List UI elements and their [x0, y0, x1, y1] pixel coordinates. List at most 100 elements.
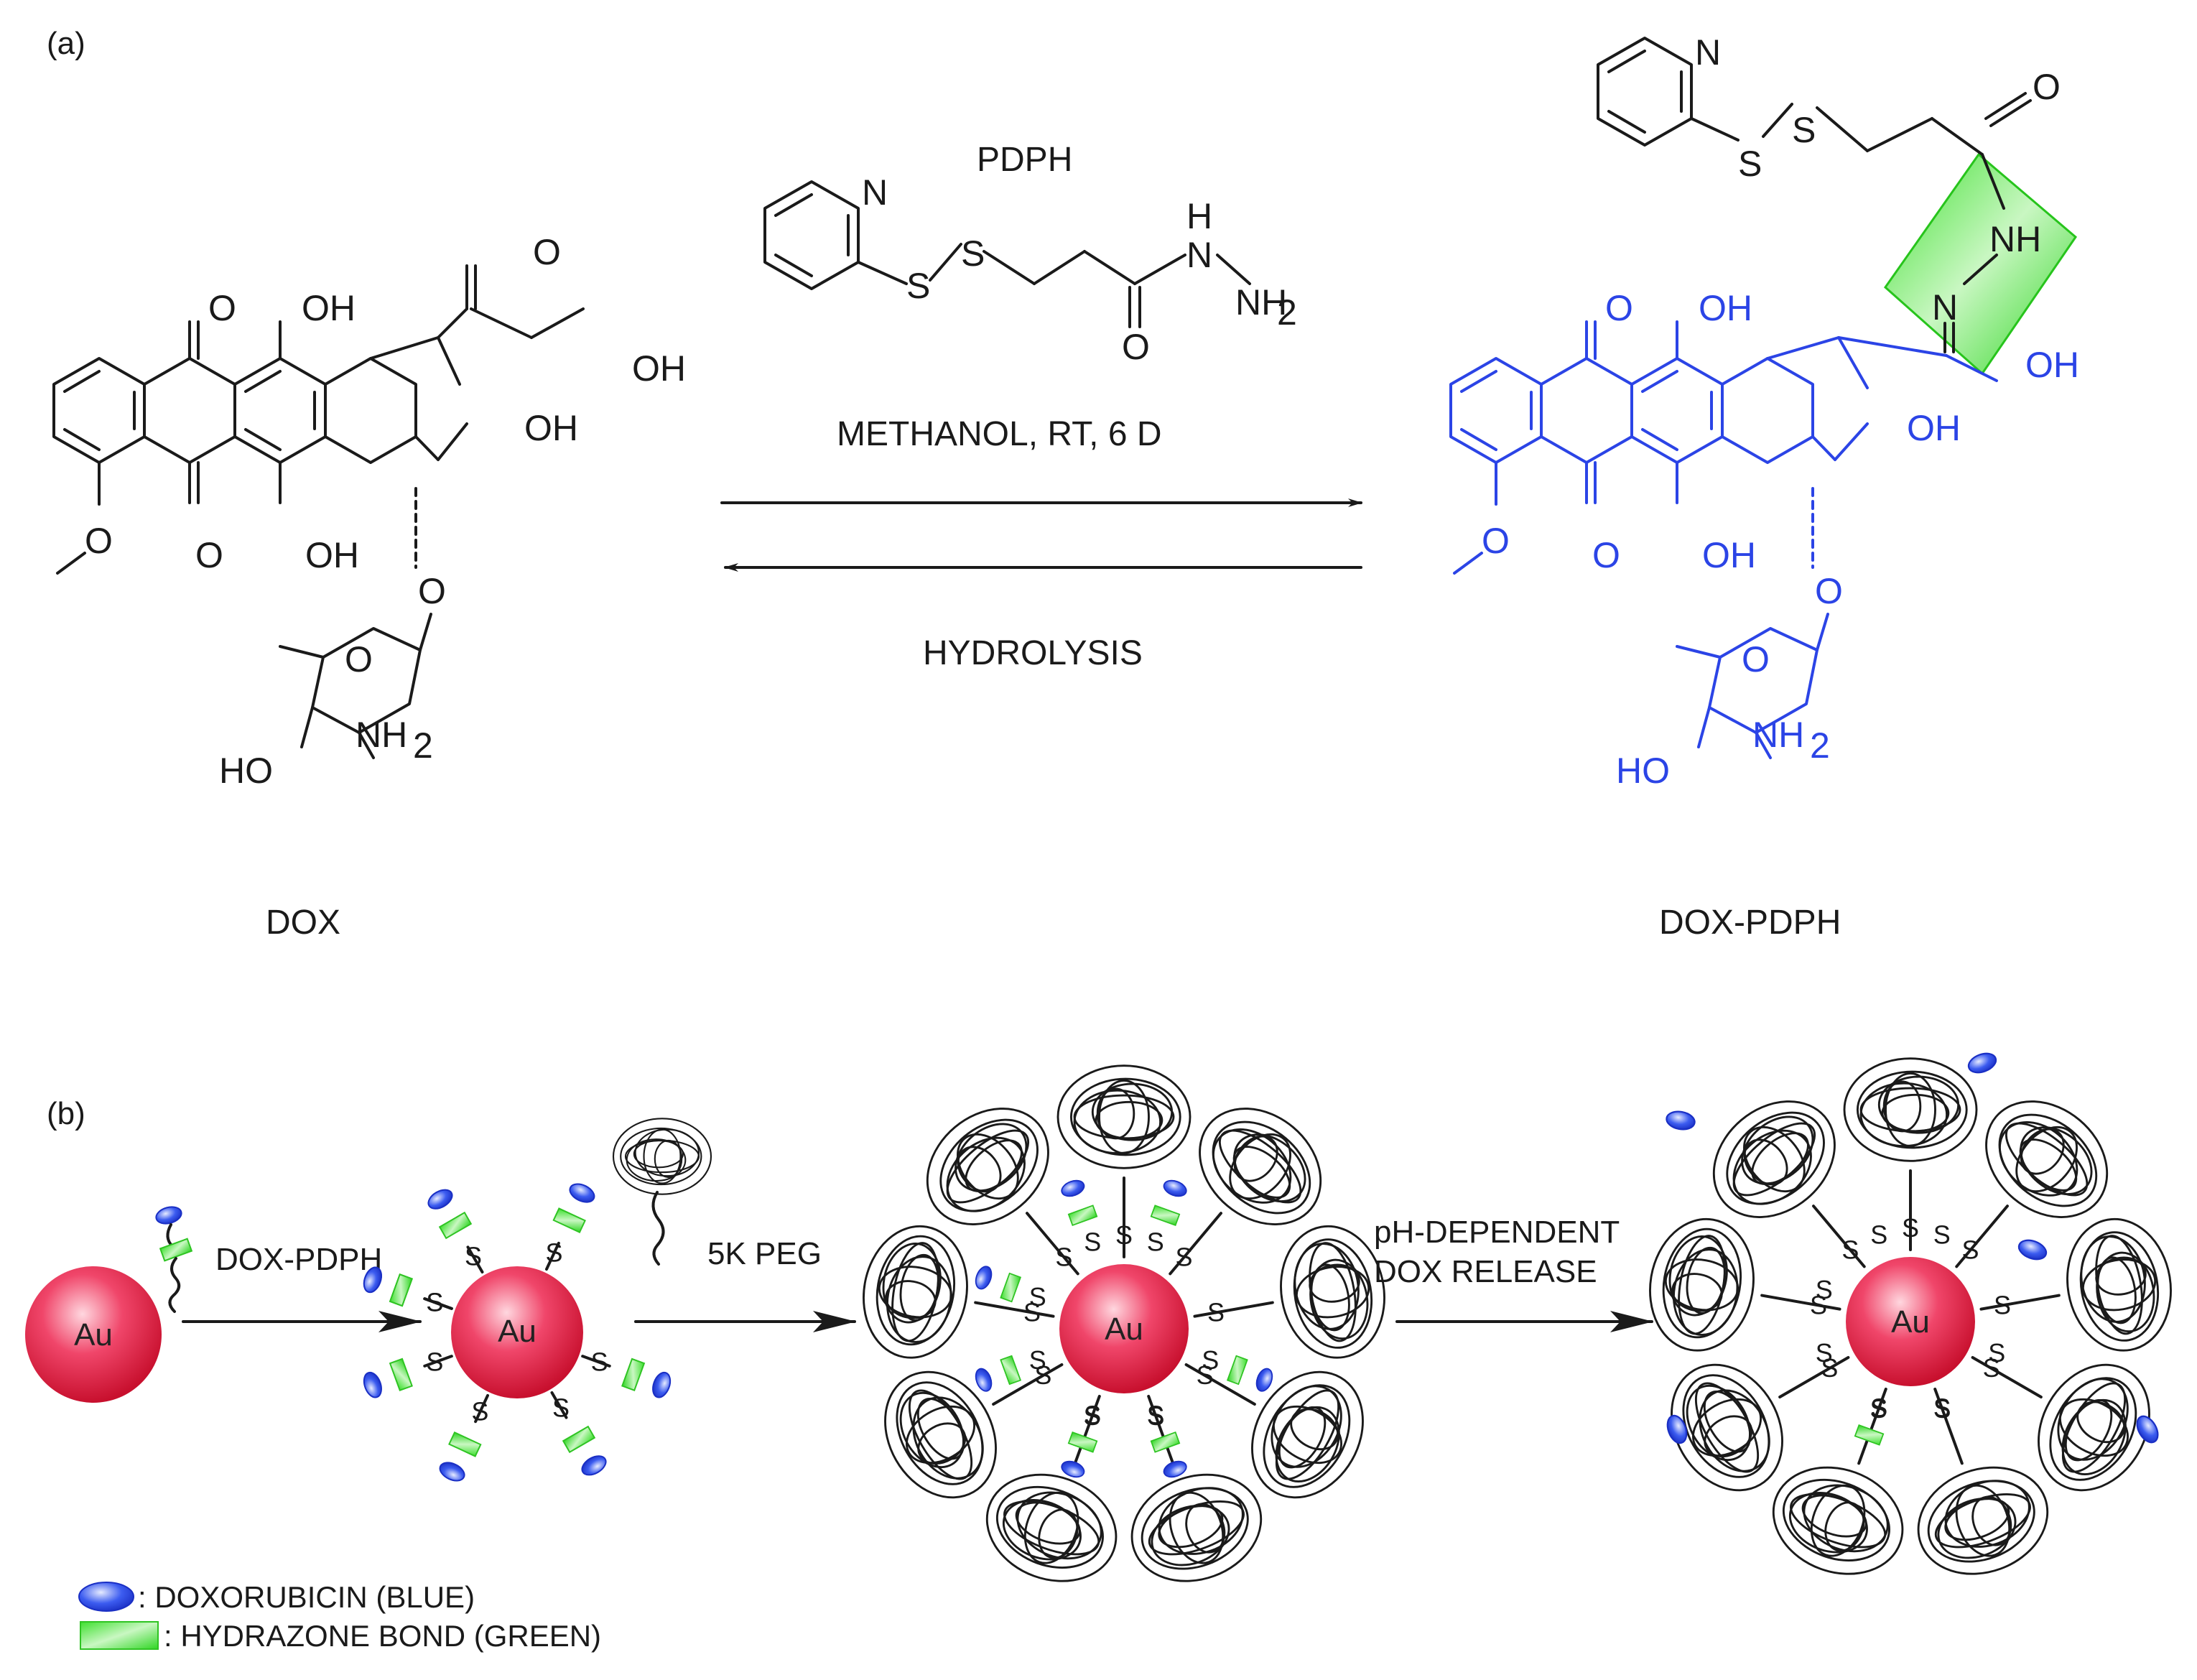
legend-doxorubicin-symbol: [78, 1582, 134, 1612]
reverse-label: HYDROLYSIS: [923, 634, 1143, 672]
thiol-label: S: [1816, 1275, 1833, 1304]
thiol-label: S: [1029, 1282, 1046, 1312]
atom-label: O: [418, 571, 446, 611]
atom-label: HO: [1616, 751, 1670, 791]
doxorubicin: [360, 1369, 386, 1401]
hydrazone-bond: [389, 1358, 413, 1391]
thiol-label: S: [1055, 1242, 1072, 1271]
hydrazone-bond: [389, 1273, 413, 1307]
atom-label: 2: [413, 725, 433, 766]
atom-label: O: [85, 521, 113, 561]
thiol-label: S: [1841, 1235, 1859, 1264]
reaction-conditions: METHANOL, RT, 6 D: [837, 415, 1162, 453]
peg-linker: [1026, 1212, 1079, 1276]
gold-core: [1846, 1257, 1975, 1386]
hydrazone-bond: [621, 1358, 645, 1391]
atom-label: NH: [1235, 282, 1287, 322]
dox-pdph-structure: [1449, 37, 2078, 759]
atom-label: OH: [1702, 535, 1756, 575]
thiol-label: S: [1084, 1401, 1101, 1431]
hydrazone-bond: [439, 1212, 472, 1239]
gold-core: [1059, 1264, 1189, 1393]
linker: [466, 1245, 484, 1273]
doxorubicin: [1059, 1177, 1087, 1200]
atom-label: S: [961, 233, 985, 274]
doxorubicin: [577, 1451, 610, 1480]
atom-label: O: [1592, 535, 1620, 575]
au-label: Au: [1891, 1304, 1930, 1340]
atom-label: H: [1186, 196, 1212, 236]
thiol-label: S: [546, 1238, 563, 1267]
linker: [423, 1297, 453, 1310]
thiol-label: S: [1034, 1360, 1051, 1390]
thiol-label: S: [1816, 1338, 1833, 1368]
hydrazone-bond: [562, 1426, 595, 1453]
legend-hydrazone-text: : HYDRAZONE BOND (GREEN): [164, 1619, 601, 1653]
thiol-label: S: [1988, 1338, 2005, 1368]
au-label: Au: [498, 1314, 537, 1349]
atom-label: O: [1482, 521, 1510, 561]
thiol-label: S: [1933, 1394, 1951, 1424]
doxorubicin: [436, 1458, 468, 1485]
peg-coil: [862, 1350, 1019, 1519]
thiol-label: S: [1870, 1394, 1887, 1424]
reactant-name: DOX: [266, 904, 340, 942]
hydrazone-highlight: [1884, 152, 2078, 376]
released-doxorubicin: [1663, 1412, 1691, 1447]
atom-label: 2: [1277, 292, 1297, 333]
atom-label: S: [906, 266, 930, 306]
peg-linker: [1955, 1205, 2009, 1268]
atom-label: OH: [632, 348, 686, 389]
hydrazone-bond: [1067, 1431, 1098, 1453]
panel-a-label: (a): [47, 26, 85, 61]
atom-label: O: [1122, 327, 1150, 367]
thiol-label: S: [1147, 1401, 1164, 1431]
peg-coil: [852, 1217, 979, 1368]
hydrazone-bond: [1000, 1355, 1021, 1386]
peg-linker: [1169, 1212, 1222, 1276]
peg-linker: [1193, 1301, 1274, 1318]
thiol-label: S: [1029, 1345, 1046, 1375]
thiol-label: S: [1933, 1220, 1951, 1250]
atom-label: N: [1186, 235, 1212, 275]
peg-coil: [1902, 1449, 2064, 1593]
released-doxorubicin: [2132, 1411, 2163, 1447]
thiol-label: S: [1962, 1235, 1979, 1264]
peg-coil: [1757, 1449, 1919, 1593]
peg-linker: [1071, 1394, 1101, 1472]
thiol-label: S: [1202, 1345, 1219, 1375]
atom-label: S: [1738, 144, 1762, 184]
doxorubicin: [1161, 1457, 1189, 1481]
thiol-label: S: [426, 1287, 443, 1317]
thiol-label: S: [1870, 1393, 1887, 1422]
thiol-label: S: [552, 1393, 570, 1423]
thiol-label: S: [426, 1347, 443, 1377]
peg-linker: [1778, 1356, 1850, 1398]
step3-label-line1: pH-DEPENDENT: [1374, 1215, 1620, 1250]
au-label: Au: [1105, 1312, 1143, 1347]
peg-coil: [1115, 1456, 1278, 1600]
atom-label: OH: [524, 408, 578, 448]
atom-label: O: [345, 639, 373, 679]
peg-linker: [1857, 1387, 1887, 1465]
doxorubicin: [972, 1365, 995, 1394]
atom-label: O: [195, 535, 223, 575]
atom-label: NH: [1752, 715, 1804, 755]
peg-coil: [1175, 1083, 1345, 1250]
thiol-label: S: [1084, 1400, 1101, 1429]
legend-doxorubicin-text: : DOXORUBICIN (BLUE): [138, 1580, 475, 1614]
atom-label: OH: [305, 535, 359, 575]
peg-linker: [1147, 1394, 1177, 1472]
hydrazone-bond: [1854, 1424, 1885, 1446]
thiol-label: S: [1994, 1290, 2011, 1319]
peg-coil-reagent: [612, 1118, 712, 1266]
product-name: DOX-PDPH: [1659, 904, 1841, 942]
peg-linker: [1979, 1294, 2061, 1311]
released-doxorubicin: [1965, 1049, 1999, 1077]
legend: : DOXORUBICIN (BLUE) : HYDRAZONE BOND (G…: [78, 1580, 601, 1653]
linker: [544, 1241, 560, 1271]
thiol-label: S: [1147, 1227, 1164, 1257]
linker: [423, 1355, 453, 1368]
peg-coil: [1961, 1076, 2132, 1243]
